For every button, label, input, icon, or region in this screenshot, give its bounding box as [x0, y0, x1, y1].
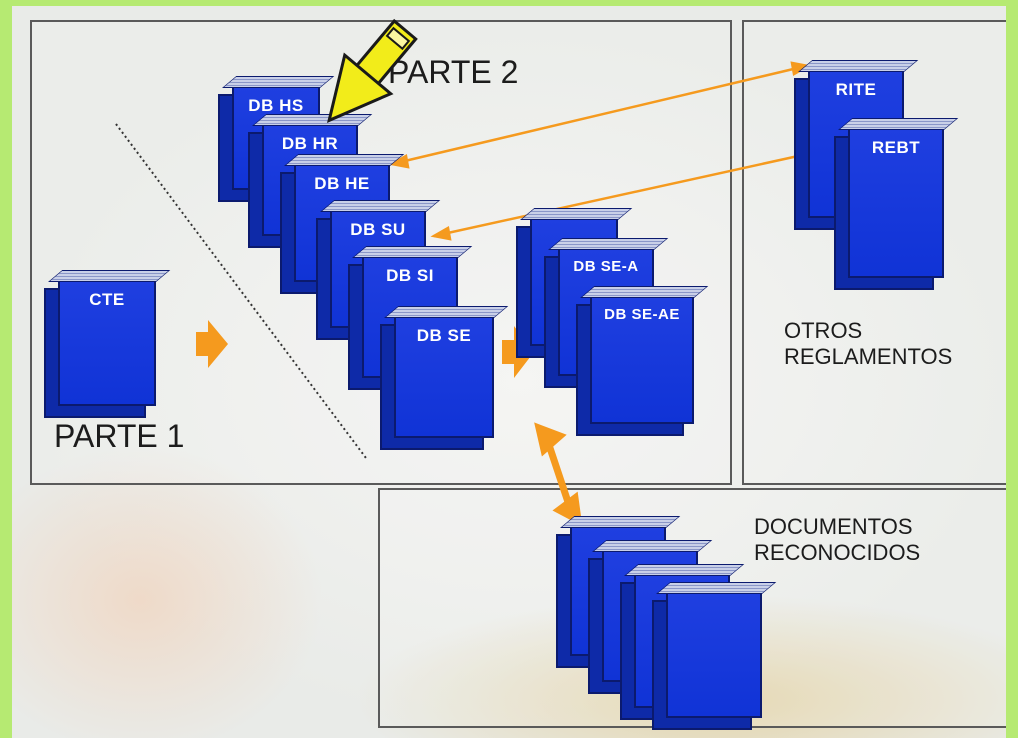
book-label: DB HS [248, 96, 304, 115]
book-label: DB SI [386, 266, 434, 285]
arrowhead [534, 422, 567, 457]
book-label: DB SE-A [573, 258, 639, 275]
parte-1-label: PARTE 1 [54, 418, 185, 454]
book-documento-4 [666, 592, 762, 718]
book-db-se: DB SE [394, 316, 494, 438]
yellow-pointer-arrow-icon [326, 18, 418, 123]
arrowhead [388, 154, 410, 169]
documentos-reconocidos-label: DOCUMENTOS RECONOCIDOS [754, 514, 921, 565]
arrow-su-rebt [433, 140, 863, 238]
otros-reglamentos-label: OTROS REGLAMENTOS [784, 318, 953, 369]
block-arrow-cte [196, 320, 228, 368]
arrowhead [552, 491, 583, 527]
book-cte: CTE [58, 280, 156, 406]
book-label: DB SE-AE [604, 306, 680, 323]
book-label: DB SE [416, 326, 472, 345]
parte-2-label: PARTE 2 [388, 54, 519, 90]
block-arrow-se [502, 326, 534, 378]
book-label: DB HR [281, 134, 339, 153]
book-label: DB HE [314, 174, 370, 193]
arrow-se-documentos [544, 438, 574, 512]
arrow-hr-rite [391, 64, 807, 166]
arrowhead [430, 226, 452, 241]
book-label: RITE [835, 80, 877, 99]
book-label: REBT [871, 138, 921, 157]
book-db-se-ae: DB SE-AE [590, 296, 694, 424]
book-label: CTE [89, 290, 125, 309]
book-label: DB SU [350, 220, 406, 239]
book-rebt: REBT [848, 128, 944, 278]
